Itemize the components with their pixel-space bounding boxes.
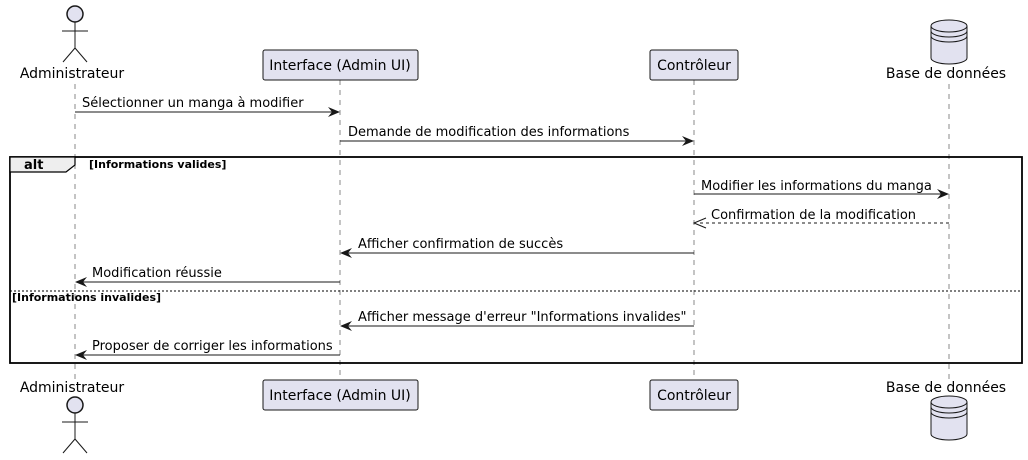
participant-controleur-bottom: Contrôleur bbox=[649, 379, 739, 411]
participant-label: Base de données bbox=[886, 66, 1006, 82]
message-label: Afficher message d'erreur "Informations … bbox=[358, 310, 686, 325]
message-label: Afficher confirmation de succès bbox=[358, 237, 563, 252]
database-base-de-donnees-bottom: Base de données bbox=[886, 380, 1006, 441]
participant-controleur-top: Contrôleur bbox=[649, 49, 739, 81]
arrow-head-icon bbox=[682, 136, 694, 146]
message-label: Demande de modification des informations bbox=[348, 125, 630, 140]
database-icon bbox=[930, 395, 968, 441]
actor-administrateur-top: Administrateur bbox=[20, 5, 125, 82]
participant-label: Interface (Admin UI) bbox=[269, 388, 411, 404]
database-icon bbox=[930, 19, 968, 65]
actor-icon bbox=[62, 396, 88, 454]
message-label: Sélectionner un manga à modifier bbox=[82, 96, 304, 111]
message-3: Modifier les informations du manga bbox=[694, 179, 949, 199]
message-label: Modifier les informations du manga bbox=[701, 179, 932, 194]
actor-administrateur-bottom: Administrateur bbox=[20, 380, 125, 454]
arrow-head-icon bbox=[340, 321, 352, 331]
actor-icon bbox=[62, 5, 88, 63]
message-label: Proposer de corriger les informations bbox=[92, 339, 333, 354]
participant-label: Contrôleur bbox=[657, 58, 731, 74]
alt-fragment: alt [Informations valides] [Informations… bbox=[9, 156, 1023, 364]
message-2: Demande de modification des informations bbox=[340, 125, 694, 146]
message-7: Afficher message d'erreur "Informations … bbox=[340, 310, 694, 331]
arrow-head-icon bbox=[75, 277, 87, 287]
open-arrow-head-icon bbox=[692, 217, 707, 229]
fragment-guard-invalid: [Informations invalides] bbox=[12, 291, 161, 304]
message-label: Confirmation de la modification bbox=[711, 208, 916, 223]
participant-label: Contrôleur bbox=[657, 388, 731, 404]
participant-label: Base de données bbox=[886, 380, 1006, 396]
fragment-type: alt bbox=[24, 158, 43, 173]
participant-label: Administrateur bbox=[20, 380, 125, 396]
message-label: Modification réussie bbox=[92, 266, 222, 281]
message-6: Modification réussie bbox=[75, 266, 340, 287]
arrow-head-icon bbox=[328, 107, 340, 117]
message-4: Confirmation de la modification bbox=[692, 208, 949, 229]
fragment-tab bbox=[9, 156, 76, 173]
participant-interface-top: Interface (Admin UI) bbox=[262, 49, 419, 81]
arrow-head-icon bbox=[340, 248, 352, 258]
message-1: Sélectionner un manga à modifier bbox=[75, 96, 340, 117]
participant-label: Interface (Admin UI) bbox=[269, 58, 411, 74]
arrow-head-icon bbox=[75, 350, 87, 360]
message-5: Afficher confirmation de succès bbox=[340, 237, 694, 258]
arrow-head-icon bbox=[937, 189, 949, 199]
database-base-de-donnees-top: Base de données bbox=[886, 19, 1006, 82]
fragment-guard-valid: [Informations valides] bbox=[89, 158, 226, 171]
participant-interface-bottom: Interface (Admin UI) bbox=[262, 379, 419, 411]
participant-label: Administrateur bbox=[20, 66, 125, 82]
message-8: Proposer de corriger les informations bbox=[75, 339, 340, 360]
